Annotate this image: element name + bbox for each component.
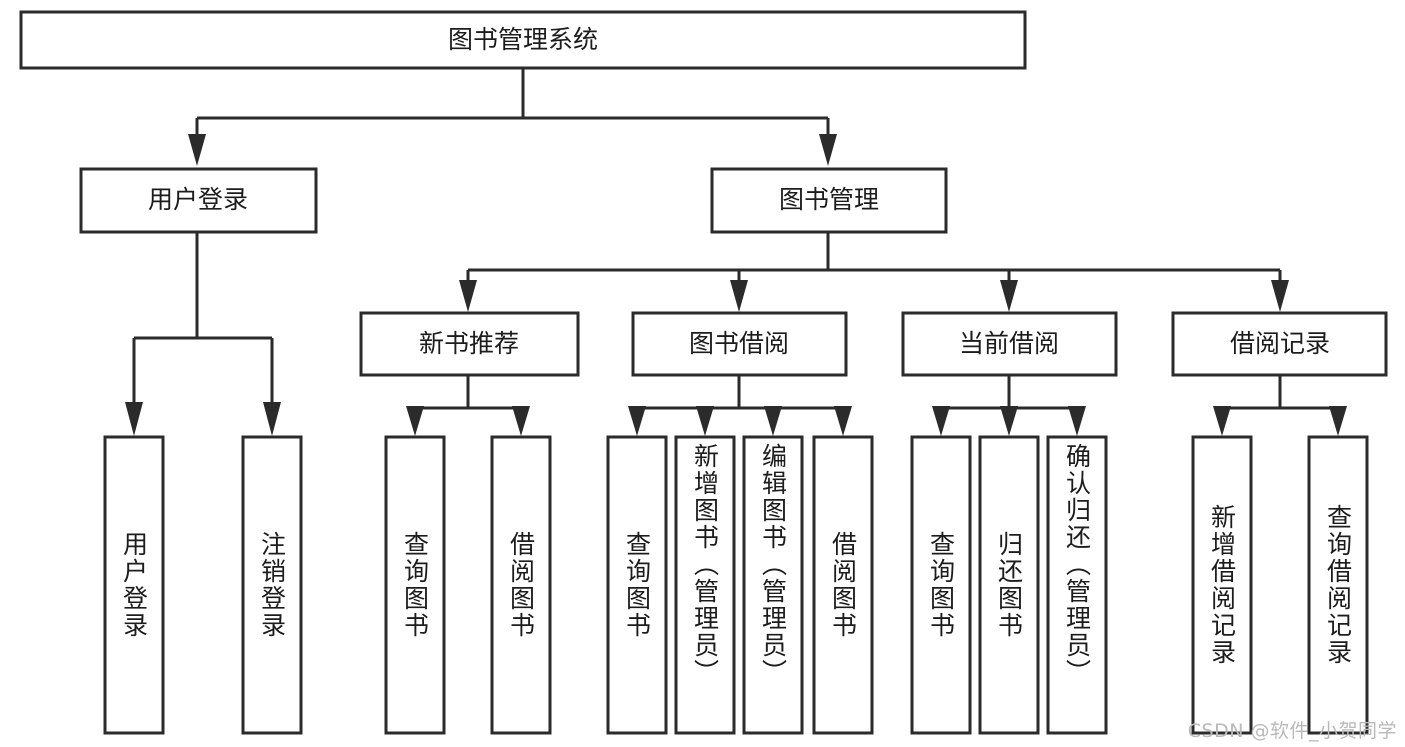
connector-group-records-to-leaves: [1213, 375, 1347, 436]
arrow-root-to-user-login: [188, 134, 206, 166]
arrow-borrow-leaf-3: [764, 406, 782, 436]
node-box-leaf-logout[interactable]: [241, 435, 303, 735]
arrow-bookmgmt-to-records: [1271, 280, 1289, 312]
arrow-root-to-book-mgmt: [819, 134, 837, 166]
node-box-leaf-edit-book-admin[interactable]: [742, 435, 804, 735]
node-label-book-borrow: 图书借阅: [689, 329, 789, 358]
watermark-text: CSDN @软件_小贺同学: [1187, 720, 1397, 742]
node-box-leaf-borrow-book-2[interactable]: [812, 435, 874, 735]
node-label-user-login: 用户登录: [148, 185, 248, 214]
connector-group-newbooks-to-leaves: [406, 375, 530, 436]
connector-group-userlogin-to-leaves: [125, 232, 281, 436]
node-box-current-borrow[interactable]: [901, 311, 1118, 377]
node-box-root[interactable]: [19, 10, 1027, 70]
node-box-leaf-add-book-admin[interactable]: [674, 435, 736, 735]
node-box-user-login[interactable]: [79, 167, 318, 234]
node-box-book-management[interactable]: [710, 167, 948, 234]
node-box-borrow-records[interactable]: [1171, 311, 1388, 377]
arrow-current-leaf-2: [1000, 406, 1018, 436]
arrow-borrow-leaf-2: [696, 406, 714, 436]
arrow-bookmgmt-to-new-books: [459, 280, 477, 312]
node-box-leaf-user-login[interactable]: [103, 435, 165, 735]
node-box-leaf-add-record[interactable]: [1191, 435, 1253, 735]
node-box-leaf-query-book-1[interactable]: [384, 435, 446, 735]
node-label-borrow-records: 借阅记录: [1230, 329, 1330, 358]
node-box-leaf-borrow-book-1[interactable]: [490, 435, 552, 735]
arrow-newbooks-leaf-2: [512, 406, 530, 436]
node-box-leaf-query-book-3[interactable]: [910, 435, 972, 735]
arrow-current-leaf-3: [1068, 406, 1086, 436]
node-box-new-book-recommend[interactable]: [359, 311, 580, 377]
arrow-borrow-leaf-1: [628, 406, 646, 436]
arrow-borrow-leaf-4: [834, 406, 852, 436]
node-box-book-borrow[interactable]: [631, 311, 848, 377]
node-box-leaf-confirm-return-admin[interactable]: [1046, 435, 1108, 735]
connector-group-borrow-to-leaves: [628, 375, 852, 436]
arrow-bookmgmt-to-borrow: [730, 280, 748, 312]
arrow-userlogin-leaf-2: [263, 402, 281, 436]
arrow-newbooks-leaf-1: [406, 406, 424, 436]
arrow-userlogin-leaf-1: [125, 402, 143, 436]
connector-group-root-to-level2: [188, 68, 837, 166]
node-box-leaf-query-book-2[interactable]: [606, 435, 668, 735]
node-label-new-book-recommend: 新书推荐: [419, 329, 519, 358]
node-label-root: 图书管理系统: [448, 25, 598, 54]
node-box-leaf-return-book[interactable]: [978, 435, 1040, 735]
arrow-current-leaf-1: [932, 406, 950, 436]
arrow-records-leaf-1: [1213, 406, 1231, 436]
arrow-records-leaf-2: [1329, 406, 1347, 436]
arrow-bookmgmt-to-current: [1000, 280, 1018, 312]
node-box-leaf-query-record[interactable]: [1307, 435, 1369, 735]
node-label-book-management: 图书管理: [779, 185, 879, 214]
connector-group-bookmgmt-to-level3: [459, 232, 1289, 312]
connector-group-current-to-leaves: [932, 375, 1086, 436]
node-label-current-borrow: 当前借阅: [959, 329, 1059, 358]
